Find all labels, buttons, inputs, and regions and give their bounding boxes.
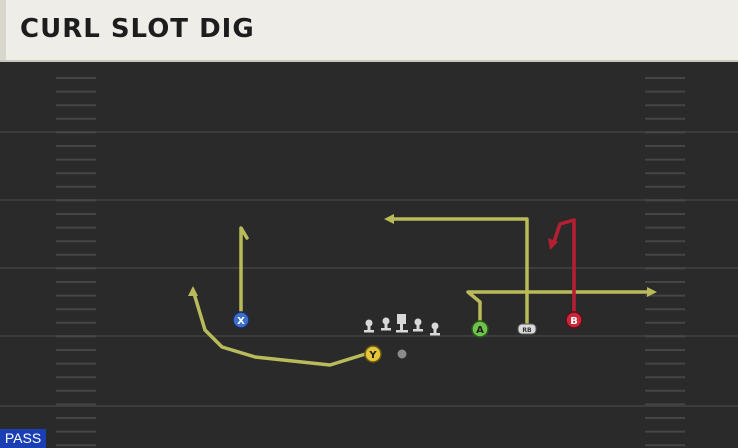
player-y[interactable]: Y bbox=[364, 345, 382, 363]
hash-marks-right bbox=[645, 77, 685, 447]
center-icon bbox=[396, 314, 408, 333]
player-y-label: Y bbox=[368, 350, 377, 361]
play-title: CURL SLOT DIG bbox=[20, 14, 255, 44]
player-b-label: B bbox=[570, 316, 578, 327]
player-a-label: A bbox=[476, 325, 484, 336]
player-rb-label: RB bbox=[522, 327, 532, 334]
lineman-icon bbox=[430, 322, 440, 336]
route-rb-arrow bbox=[384, 214, 394, 224]
route-x bbox=[239, 226, 249, 322]
title-bar-edge bbox=[0, 0, 6, 60]
player-x-label: X bbox=[237, 316, 245, 327]
route-b bbox=[552, 218, 576, 316]
player-b[interactable]: B bbox=[565, 311, 583, 329]
lineman-icon bbox=[364, 319, 374, 333]
lineman-icon bbox=[413, 318, 423, 332]
route-y bbox=[191, 288, 374, 367]
route-a-arrow bbox=[647, 287, 657, 297]
route-b-arrow bbox=[548, 238, 558, 250]
route-rb bbox=[390, 217, 529, 328]
play-field: X Y A B RB bbox=[0, 77, 738, 447]
play-mode-badge: PASS bbox=[0, 429, 46, 448]
play-title-bar: CURL SLOT DIG bbox=[0, 0, 738, 62]
lineman-icon bbox=[381, 317, 391, 331]
player-rb[interactable]: RB bbox=[517, 323, 537, 335]
quarterback-icon bbox=[397, 349, 407, 359]
offensive-line bbox=[364, 314, 440, 336]
yard-lines bbox=[0, 131, 738, 407]
player-a[interactable]: A bbox=[471, 320, 489, 338]
route-a bbox=[466, 290, 650, 323]
player-x[interactable]: X bbox=[232, 311, 250, 329]
route-y-arrow bbox=[188, 286, 198, 296]
hash-marks-left bbox=[56, 77, 96, 447]
